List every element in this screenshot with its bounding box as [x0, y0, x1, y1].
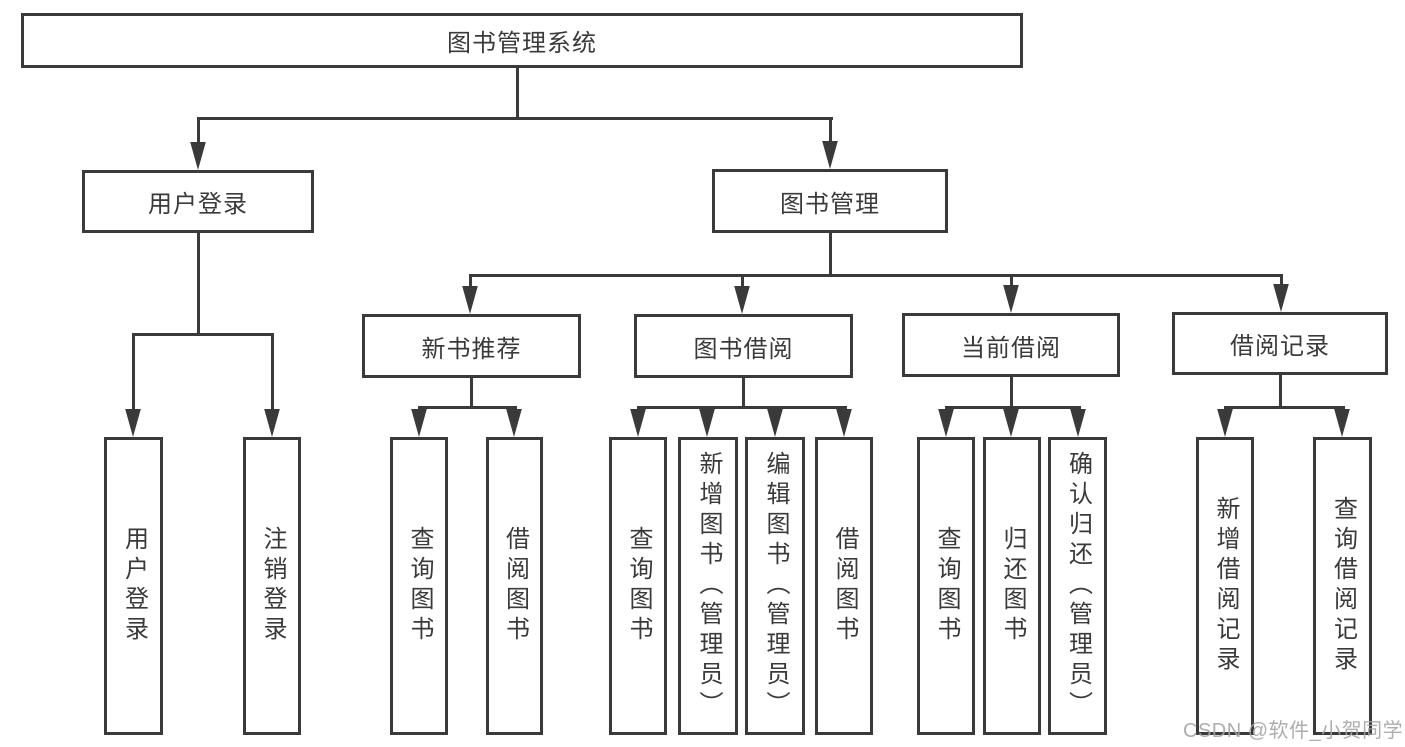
arrow-down-icon	[1273, 284, 1289, 312]
connector-segment	[1009, 274, 1013, 287]
connector-segment	[468, 274, 472, 288]
arrow-down-icon	[699, 409, 715, 437]
arrow-down-icon	[822, 141, 838, 169]
arrow-down-icon	[190, 142, 206, 170]
arrow-down-icon	[767, 409, 783, 437]
arrow-down-icon	[411, 409, 427, 437]
connector-segment	[196, 117, 833, 120]
node-current-borrow: 当前借阅	[902, 313, 1120, 377]
arrow-down-icon	[630, 409, 646, 437]
watermark: CSDN @软件_小贺同学	[1183, 720, 1404, 742]
node-library-management-system: 图书管理系统	[21, 13, 1023, 68]
node-book-management: 图书管理	[712, 169, 948, 233]
leaf-logout-login: 注销登录	[243, 437, 301, 735]
leaf-label: 查询图书	[625, 526, 652, 646]
arrow-down-icon	[938, 409, 954, 437]
leaf-add-book-admin: 新增图书（管理员）	[678, 437, 738, 735]
connector-segment	[131, 333, 135, 412]
connector-segment	[1279, 274, 1283, 286]
connector-segment	[131, 333, 274, 336]
leaf-query-books-borrow: 查询图书	[609, 437, 667, 735]
arrow-down-icon	[1003, 285, 1019, 313]
arrow-down-icon	[264, 409, 280, 437]
connector-segment	[196, 231, 200, 336]
node-label: 图书借阅	[693, 335, 794, 363]
arrow-down-icon	[125, 409, 141, 437]
leaf-query-books-recommend: 查询图书	[390, 437, 448, 735]
arrow-down-icon	[734, 286, 750, 314]
leaf-borrow-books-recommend: 借阅图书	[486, 437, 543, 735]
leaf-borrow-books: 借阅图书	[815, 437, 873, 735]
node-label: 图书管理	[780, 190, 880, 218]
connector-segment	[270, 333, 274, 412]
leaf-label: 查询图书	[406, 526, 433, 646]
leaf-label: 确认归还（管理员）	[1064, 451, 1092, 721]
connector-segment	[944, 406, 1081, 409]
leaf-query-books-current: 查询图书	[917, 437, 975, 735]
connector-segment	[196, 117, 200, 145]
connector-segment	[828, 231, 832, 276]
connector-segment	[1009, 375, 1013, 408]
leaf-label: 用户登录	[120, 526, 148, 646]
arrow-down-icon	[1334, 409, 1350, 437]
connector-segment	[828, 117, 832, 144]
arrow-down-icon	[1003, 409, 1019, 437]
node-new-book-recommend: 新书推荐	[362, 314, 581, 378]
node-label: 图书管理系统	[447, 30, 597, 57]
connector-segment	[469, 376, 473, 408]
connector-segment	[1223, 406, 1345, 409]
leaf-label: 查询借阅记录	[1329, 496, 1357, 676]
arrow-down-icon	[836, 409, 852, 437]
arrow-down-icon	[462, 286, 478, 314]
leaf-label: 借阅图书	[501, 526, 529, 646]
leaf-label: 查询图书	[933, 526, 960, 646]
node-label: 用户登录	[148, 191, 248, 218]
connector-segment	[515, 66, 519, 118]
leaf-user-login: 用户登录	[104, 437, 163, 735]
connector-segment	[417, 406, 517, 409]
node-borrow-records: 借阅记录	[1172, 312, 1388, 375]
connector-segment	[468, 274, 1282, 277]
leaf-label: 新增借阅记录	[1212, 496, 1239, 676]
arrow-down-icon	[1070, 409, 1086, 437]
leaf-label: 新增图书（管理员）	[695, 451, 722, 721]
connector-segment	[740, 274, 744, 288]
leaf-label: 借阅图书	[831, 526, 858, 646]
connector-segment	[741, 376, 745, 408]
leaf-return-books: 归还图书	[983, 437, 1041, 735]
leaf-query-borrow-record: 查询借阅记录	[1313, 437, 1372, 735]
leaf-add-borrow-record: 新增借阅记录	[1196, 437, 1254, 735]
connector-segment	[1278, 373, 1282, 408]
leaf-confirm-return-admin: 确认归还（管理员）	[1048, 437, 1107, 735]
node-label: 借阅记录	[1230, 333, 1330, 360]
node-label: 当前借阅	[961, 334, 1061, 362]
connector-segment	[636, 406, 847, 409]
leaf-label: 编辑图书（管理员）	[762, 451, 789, 721]
leaf-label: 注销登录	[259, 526, 286, 646]
arrow-down-icon	[1217, 409, 1233, 437]
node-label: 新书推荐	[421, 335, 522, 363]
arrow-down-icon	[506, 409, 522, 437]
leaf-label: 归还图书	[999, 526, 1026, 646]
node-book-borrow: 图书借阅	[634, 314, 853, 378]
leaf-edit-book-admin: 编辑图书（管理员）	[745, 437, 805, 735]
node-user-login: 用户登录	[82, 170, 314, 233]
